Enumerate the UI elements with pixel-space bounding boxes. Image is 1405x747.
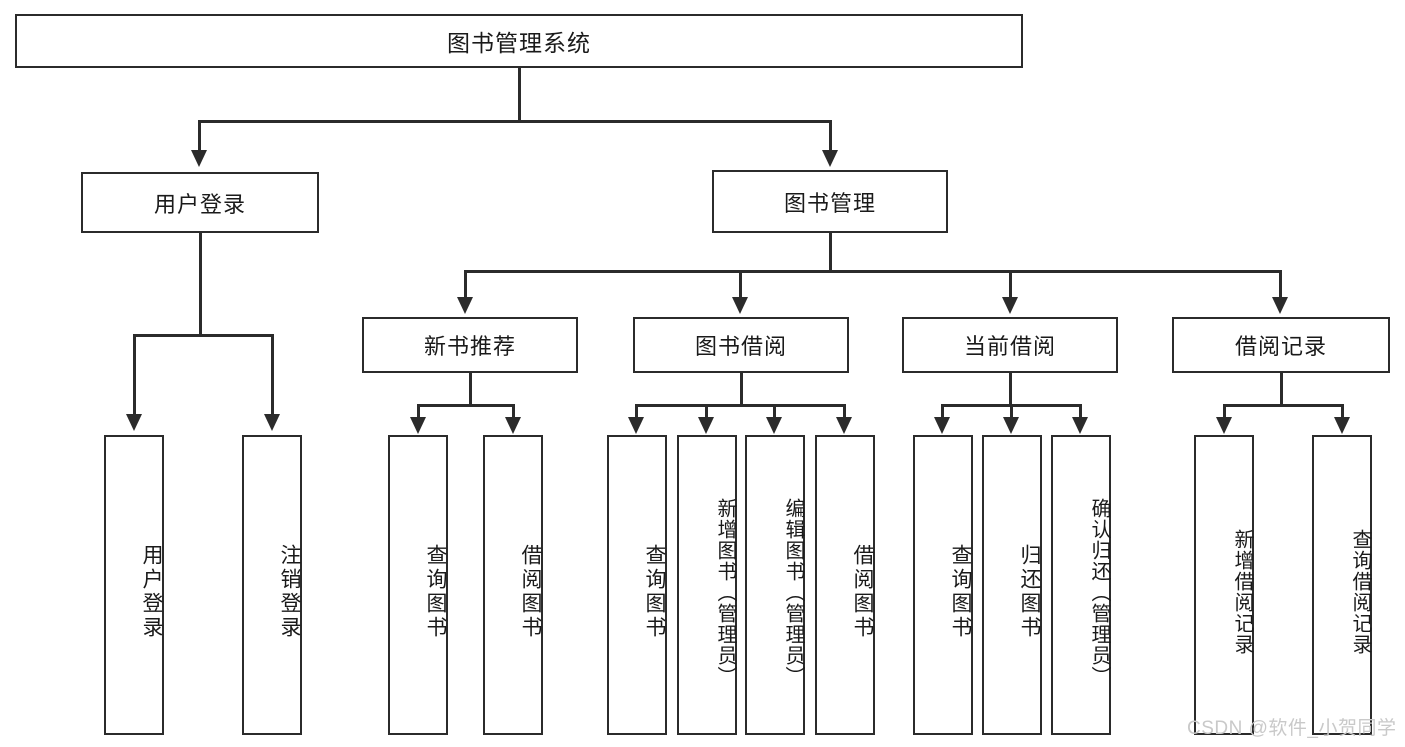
edge-book-mgmt-to-new-book (464, 270, 467, 300)
arrow-book-mgmt-to-borrow-record (1272, 297, 1288, 314)
edge-user-login-bus (133, 334, 272, 337)
arrow-current-borrow-to-leaf-2 (1003, 417, 1019, 434)
node-new-book-recommend[interactable]: 新书推荐 (362, 317, 578, 373)
node-root-system[interactable]: 图书管理系统 (15, 14, 1023, 68)
leaf-current-borrow-confirm-admin[interactable]: 确认归还（管理员） (1051, 435, 1111, 735)
edge-new-book-to-leaf-1 (417, 404, 420, 420)
edge-current-borrow-to-leaf-3 (1079, 404, 1082, 420)
leaf-current-borrow-return[interactable]: 归还图书 (982, 435, 1042, 735)
leaf-user-login-signin[interactable]: 用户登录 (104, 435, 164, 735)
node-user-login[interactable]: 用户登录 (81, 172, 319, 233)
edge-user-login-to-leaf-1 (133, 334, 136, 418)
edge-book-borrow-stem (740, 373, 743, 406)
node-book-management[interactable]: 图书管理 (712, 170, 948, 233)
edge-book-mgmt-to-borrow-record (1279, 270, 1282, 300)
edge-new-book-to-leaf-2 (512, 404, 515, 420)
edge-book-borrow-to-leaf-1 (635, 404, 638, 420)
edge-book-mgmt-to-current-borrow (1009, 270, 1012, 300)
edge-current-borrow-stem (1009, 373, 1012, 406)
edge-new-book-bus (417, 404, 514, 407)
edge-book-borrow-to-leaf-2 (705, 404, 708, 420)
leaf-borrow-record-add[interactable]: 新增借阅记录 (1194, 435, 1254, 735)
arrow-borrow-record-to-leaf-1 (1216, 417, 1232, 434)
edge-root-to-book-mgmt (829, 120, 832, 152)
csdn-watermark: CSDN @软件_小贺同学 (1187, 718, 1397, 739)
arrow-user-login-to-leaf-1 (126, 414, 142, 431)
edge-root-bus (198, 120, 830, 123)
leaf-user-login-signout[interactable]: 注销登录 (242, 435, 302, 735)
leaf-book-borrow-borrow[interactable]: 借阅图书 (815, 435, 875, 735)
edge-book-mgmt-bus (464, 270, 1280, 273)
node-book-borrow[interactable]: 图书借阅 (633, 317, 849, 373)
edge-book-borrow-to-leaf-3 (773, 404, 776, 420)
edge-root-stem (518, 68, 521, 122)
arrow-book-borrow-to-leaf-3 (766, 417, 782, 434)
arrow-book-mgmt-to-new-book (457, 297, 473, 314)
leaf-borrow-record-query[interactable]: 查询借阅记录 (1312, 435, 1372, 735)
leaf-new-book-borrow[interactable]: 借阅图书 (483, 435, 543, 735)
arrow-book-borrow-to-leaf-1 (628, 417, 644, 434)
arrow-root-to-user-login (191, 150, 207, 167)
edge-borrow-record-to-leaf-1 (1223, 404, 1226, 420)
arrow-book-borrow-to-leaf-4 (836, 417, 852, 434)
node-borrow-record[interactable]: 借阅记录 (1172, 317, 1390, 373)
leaf-new-book-query[interactable]: 查询图书 (388, 435, 448, 735)
arrow-root-to-book-mgmt (822, 150, 838, 167)
edge-user-login-stem (199, 233, 202, 336)
leaf-book-borrow-query[interactable]: 查询图书 (607, 435, 667, 735)
leaf-current-borrow-query[interactable]: 查询图书 (913, 435, 973, 735)
arrow-new-book-to-leaf-2 (505, 417, 521, 434)
arrow-book-borrow-to-leaf-2 (698, 417, 714, 434)
edge-book-borrow-to-leaf-4 (843, 404, 846, 420)
edge-root-to-user-login (198, 120, 201, 152)
leaf-book-borrow-add-admin[interactable]: 新增图书（管理员） (677, 435, 737, 735)
arrow-current-borrow-to-leaf-3 (1072, 417, 1088, 434)
edge-new-book-stem (469, 373, 472, 406)
arrow-new-book-to-leaf-1 (410, 417, 426, 434)
edge-borrow-record-bus (1223, 404, 1342, 407)
edge-book-mgmt-stem (829, 233, 832, 272)
arrow-borrow-record-to-leaf-2 (1334, 417, 1350, 434)
node-current-borrow[interactable]: 当前借阅 (902, 317, 1118, 373)
edge-borrow-record-stem (1280, 373, 1283, 406)
edge-current-borrow-to-leaf-1 (941, 404, 944, 420)
arrow-book-mgmt-to-current-borrow (1002, 297, 1018, 314)
edge-current-borrow-to-leaf-2 (1010, 404, 1013, 420)
leaf-book-borrow-edit-admin[interactable]: 编辑图书（管理员） (745, 435, 805, 735)
edge-user-login-to-leaf-2 (271, 334, 274, 418)
arrow-book-mgmt-to-book-borrow (732, 297, 748, 314)
arrow-user-login-to-leaf-2 (264, 414, 280, 431)
arrow-current-borrow-to-leaf-1 (934, 417, 950, 434)
edge-book-borrow-bus (635, 404, 845, 407)
edge-borrow-record-to-leaf-2 (1341, 404, 1344, 420)
edge-book-mgmt-to-book-borrow (739, 270, 742, 300)
